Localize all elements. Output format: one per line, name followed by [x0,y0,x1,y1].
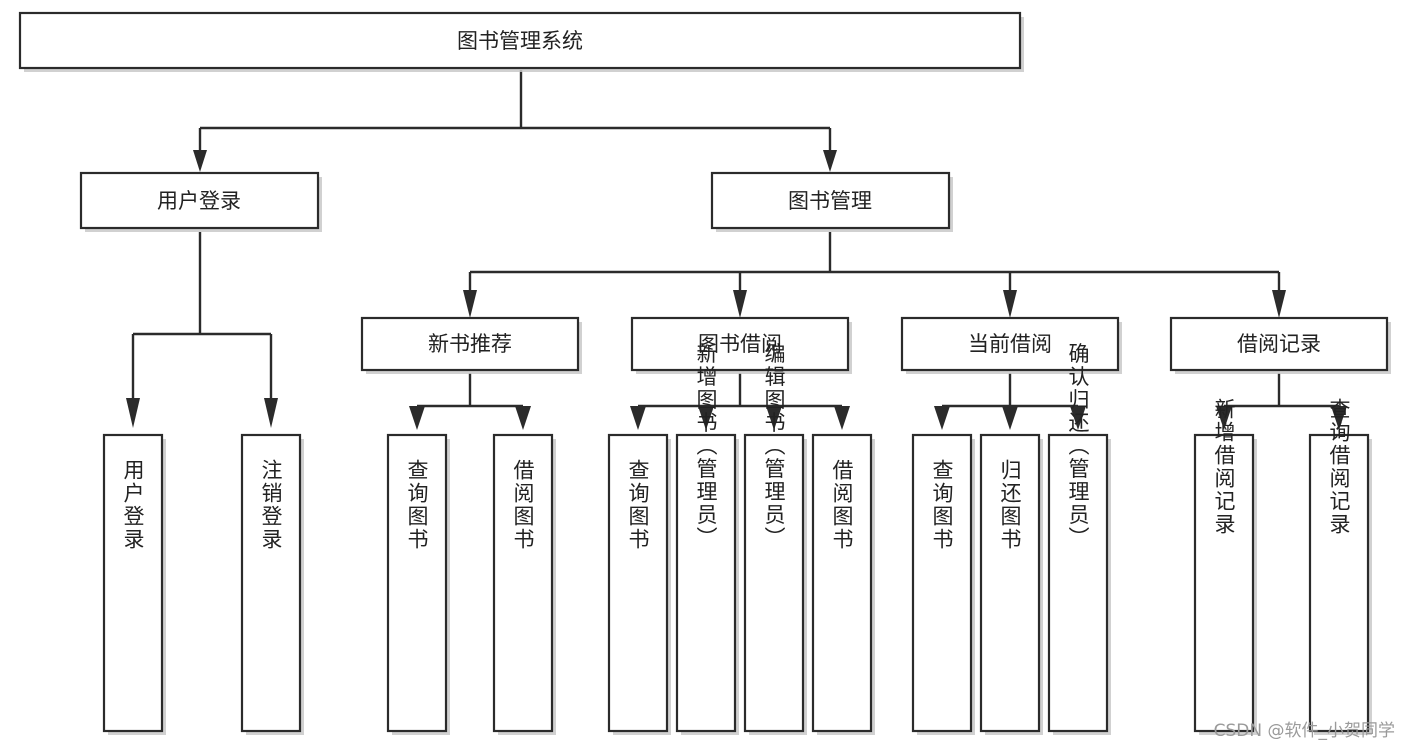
node-leaf-query-book-2-label: 查询图书 [626,459,650,551]
arrowhead-leaf-borrow-book-1 [515,406,531,430]
node-book-borrow[interactable]: 图书借阅 [630,316,852,374]
node-book-manage[interactable]: 图书管理 [710,171,953,232]
arrowhead-leaf-add-record [1216,406,1232,430]
node-root[interactable]: 图书管理系统 [18,11,1024,72]
arrowhead-user-login [193,150,207,172]
arrowhead-current-borrow [1003,290,1017,318]
node-leaf-borrow-book-1-label: 借阅图书 [511,459,535,551]
node-root-rect[interactable] [18,11,1022,70]
arrowhead-leaf-query-book-1 [409,406,425,430]
node-leaf-borrow-book-1-rect[interactable] [492,433,554,733]
node-borrow-record-rect[interactable] [1169,316,1389,372]
node-book-manage-label: 图书管理 [788,189,872,213]
node-current-borrow-rect[interactable] [900,316,1120,372]
node-leaf-user-login-rect[interactable] [102,433,164,733]
node-user-login-label: 用户登录 [157,189,241,213]
node-leaf-query-book-2-rect[interactable] [607,433,669,733]
arrowhead-leaf-user-logout [264,398,278,428]
arrowhead-new-book-rec [463,290,477,318]
node-book-borrow-label: 图书借阅 [698,332,782,356]
node-leaf-return-book[interactable]: 归还图书 [979,433,1043,735]
node-leaf-query-book-3[interactable]: 查询图书 [911,433,975,735]
node-leaf-add-record-rect[interactable] [1193,433,1255,733]
node-leaf-edit-book[interactable]: 编辑图书（管理员） [743,343,807,736]
node-leaf-query-record-rect[interactable] [1308,433,1370,733]
node-leaf-borrow-book-2-rect[interactable] [811,433,873,733]
arrowhead-book-borrow [733,290,747,318]
node-leaf-query-book-1-rect[interactable] [386,433,448,733]
node-leaf-add-record-label: 新增借阅记录 [1212,398,1236,536]
arrowhead-leaf-query-book-2 [630,406,646,430]
arrowhead-borrow-record [1272,290,1286,318]
node-leaf-query-book-1[interactable]: 查询图书 [386,433,450,735]
node-leaf-query-book-2[interactable]: 查询图书 [607,433,671,735]
arrowhead-leaf-confirm-return [1070,406,1086,430]
node-borrow-record-label: 借阅记录 [1237,332,1321,356]
node-leaf-query-book-3-label: 查询图书 [930,459,954,551]
node-leaf-query-book-3-rect[interactable] [911,433,973,733]
node-current-borrow[interactable]: 当前借阅 [900,316,1122,374]
node-leaf-confirm-return-rect[interactable] [1047,433,1109,733]
node-leaf-borrow-book-2-label: 借阅图书 [830,459,854,551]
node-leaf-query-record[interactable]: 查询借阅记录 [1308,398,1372,735]
csdn-watermark: CSDN @软件_小贺同学 [1213,721,1395,741]
node-book-borrow-rect[interactable] [630,316,850,372]
node-user-login-rect[interactable] [79,171,320,230]
node-leaf-confirm-return[interactable]: 确认归还（管理员） [1047,343,1111,736]
node-new-book-rec-label: 新书推荐 [428,332,512,356]
node-leaf-query-record-label: 查询借阅记录 [1327,398,1351,536]
node-leaf-user-logout[interactable]: 注销登录 [240,433,304,735]
node-current-borrow-label: 当前借阅 [968,332,1052,356]
node-leaf-add-book-rect[interactable] [675,433,737,733]
node-leaf-user-login-label: 用户登录 [121,459,145,551]
arrowhead-leaf-query-record [1331,406,1347,430]
connector-layer [126,70,1347,430]
arrowhead-leaf-query-book-3 [934,406,950,430]
arrowhead-leaf-edit-book [766,406,782,430]
arrowhead-leaf-return-book [1002,406,1018,430]
node-leaf-borrow-book-1[interactable]: 借阅图书 [492,433,556,735]
node-new-book-rec-rect[interactable] [360,316,580,372]
node-borrow-record[interactable]: 借阅记录 [1169,316,1391,374]
node-root-label: 图书管理系统 [457,29,583,53]
node-leaf-user-logout-rect[interactable] [240,433,302,733]
node-leaf-user-login[interactable]: 用户登录 [102,433,166,735]
arrowhead-leaf-add-book [698,406,714,430]
arrowhead-leaf-borrow-book-2 [834,406,850,430]
node-leaf-edit-book-label: 编辑图书（管理员） [762,343,786,550]
node-leaf-borrow-book-2[interactable]: 借阅图书 [811,433,875,735]
node-leaf-confirm-return-label: 确认归还（管理员） [1066,343,1090,550]
node-user-login[interactable]: 用户登录 [79,171,322,232]
arrowhead-book-manage [823,150,837,172]
node-new-book-rec[interactable]: 新书推荐 [360,316,582,374]
node-leaf-query-book-1-label: 查询图书 [405,459,429,551]
node-leaf-add-book-label: 新增图书（管理员） [694,343,718,550]
node-leaf-add-record[interactable]: 新增借阅记录 [1193,398,1257,735]
node-leaf-return-book-label: 归还图书 [998,459,1022,551]
node-leaf-user-logout-label: 注销登录 [259,459,283,551]
node-leaf-edit-book-rect[interactable] [743,433,805,733]
node-leaf-add-book[interactable]: 新增图书（管理员） [675,343,739,736]
arrowhead-leaf-user-login [126,398,140,428]
node-book-manage-rect[interactable] [710,171,951,230]
node-leaf-return-book-rect[interactable] [979,433,1041,733]
